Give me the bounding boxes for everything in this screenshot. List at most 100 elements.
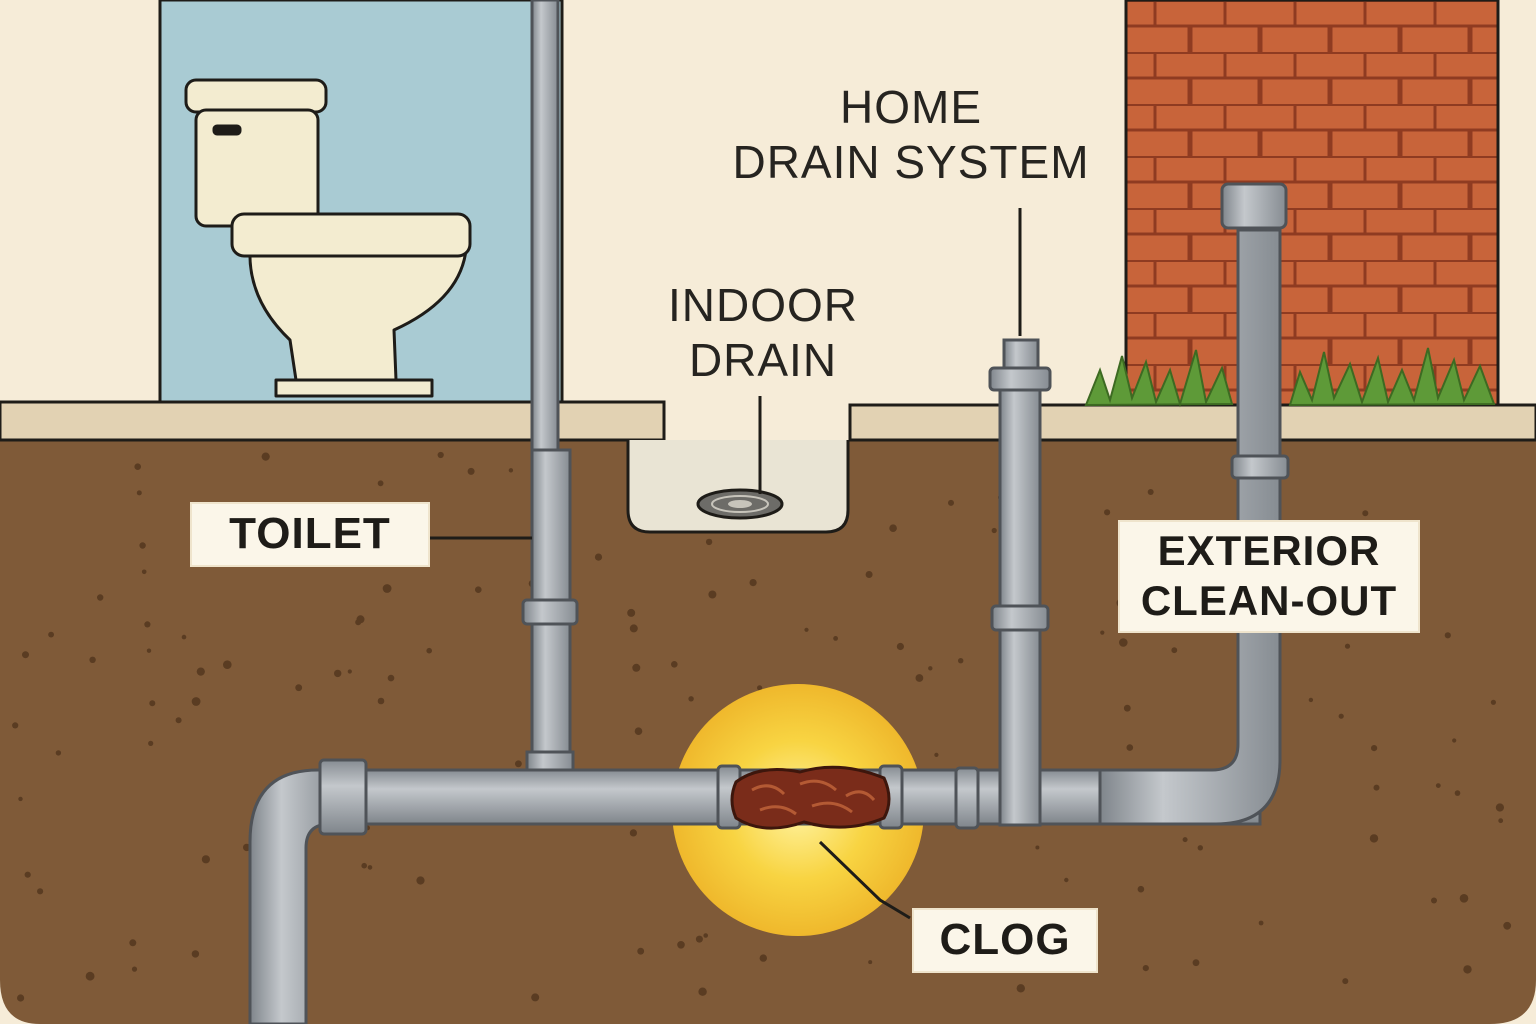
soil-speckle bbox=[1123, 704, 1131, 712]
soil-speckle bbox=[1016, 984, 1025, 993]
soil-speckle bbox=[1342, 978, 1349, 985]
brick-wall bbox=[1124, 0, 1500, 417]
indoor-drain-label: INDOOR DRAIN bbox=[650, 278, 876, 388]
soil-speckle bbox=[1503, 921, 1512, 930]
leader-lines bbox=[430, 208, 1022, 920]
soil-speckle bbox=[1142, 965, 1149, 972]
exterior-clean-out-line2: CLEAN-OUT bbox=[1140, 577, 1398, 625]
toilet-label-text: TOILET bbox=[229, 509, 391, 558]
grass bbox=[1084, 347, 1496, 408]
diagram-title-line1: HOME bbox=[840, 81, 982, 133]
soil-speckle bbox=[55, 750, 62, 756]
soil-speckle bbox=[677, 941, 685, 949]
soil-speckle bbox=[594, 553, 603, 561]
soil-speckle bbox=[627, 608, 636, 617]
soil-speckle bbox=[1035, 845, 1040, 850]
indoor-drain-label-line2: DRAIN bbox=[688, 334, 838, 387]
soil-speckle bbox=[515, 760, 522, 768]
soil-speckle bbox=[698, 987, 707, 996]
soil-speckle bbox=[703, 933, 708, 938]
soil-speckle bbox=[632, 663, 641, 672]
exterior-clean-out-coupling bbox=[1230, 454, 1290, 480]
soil-speckle bbox=[148, 740, 154, 747]
soil-speckle bbox=[1373, 784, 1380, 791]
soil-speckle bbox=[1495, 803, 1504, 812]
soil-speckle bbox=[1171, 647, 1178, 654]
soil-speckle bbox=[295, 684, 303, 692]
exterior-clean-out-label: EXTERIOR CLEAN-OUT bbox=[1118, 520, 1420, 633]
soil-speckle bbox=[12, 722, 19, 729]
soil-speckle bbox=[191, 697, 201, 706]
soil-speckle bbox=[85, 971, 95, 981]
indoor-drain-label-line1: INDOOR bbox=[668, 279, 858, 331]
soil-speckle bbox=[175, 717, 182, 724]
toilet-stack-upper bbox=[530, 0, 560, 462]
soil-speckle bbox=[948, 499, 954, 506]
soil-speckle bbox=[1369, 834, 1379, 843]
soil-speckle bbox=[141, 569, 147, 575]
soil-speckle bbox=[361, 862, 368, 869]
soil-speckle bbox=[1344, 643, 1351, 649]
toilet-label: TOILET bbox=[190, 502, 430, 567]
soil-speckle bbox=[467, 467, 475, 475]
indoor-drain-basin bbox=[626, 440, 850, 534]
exterior-clean-out-cap bbox=[1220, 182, 1288, 230]
soil-speckle bbox=[18, 796, 23, 802]
soil-speckle bbox=[1490, 699, 1496, 705]
floor-slab-left bbox=[0, 400, 666, 442]
soil-speckle bbox=[382, 584, 392, 593]
soil-speckle bbox=[889, 524, 897, 532]
soil-speckle bbox=[637, 947, 645, 955]
soil-speckle bbox=[367, 865, 373, 870]
soil-speckle bbox=[508, 468, 514, 473]
soil-speckle bbox=[671, 661, 678, 668]
floor-drain-center bbox=[728, 500, 752, 508]
soil-speckle bbox=[705, 538, 713, 546]
soil-speckle bbox=[201, 855, 210, 864]
soil-speckle bbox=[196, 667, 205, 676]
soil-speckle bbox=[1362, 510, 1369, 517]
soil-speckle bbox=[1435, 783, 1441, 788]
home-drain-riser-coupling bbox=[990, 604, 1050, 632]
soil-speckle bbox=[865, 571, 873, 578]
soil-speckle bbox=[355, 619, 362, 626]
toilet-base bbox=[274, 378, 434, 398]
soil-speckle bbox=[144, 621, 151, 628]
soil-speckle bbox=[22, 651, 29, 659]
soil-speckle bbox=[1182, 837, 1188, 843]
soil-speckle bbox=[17, 994, 25, 1002]
soil-speckle bbox=[97, 594, 104, 601]
soil-speckle bbox=[757, 685, 763, 691]
soil-speckle bbox=[708, 590, 717, 599]
soil-speckle bbox=[629, 829, 638, 837]
soil-speckle bbox=[377, 697, 385, 705]
soil-speckle bbox=[426, 647, 433, 654]
soil-speckle bbox=[1459, 894, 1469, 903]
soil-speckle bbox=[48, 631, 54, 638]
soil-speckle bbox=[1463, 965, 1472, 974]
soil-speckle bbox=[915, 674, 924, 682]
soil-speckle bbox=[131, 966, 138, 972]
soil-speckle bbox=[139, 542, 146, 549]
clog-leader bbox=[818, 840, 911, 920]
soil-speckle bbox=[749, 579, 757, 587]
soil-speckle bbox=[634, 727, 643, 735]
clog-mass bbox=[730, 765, 891, 830]
soil-speckle bbox=[1452, 738, 1457, 743]
soil-speckle bbox=[37, 888, 44, 895]
toilet-stack-coupling bbox=[521, 598, 579, 626]
soil-speckle bbox=[437, 451, 444, 459]
soil-speckle bbox=[1258, 920, 1264, 926]
soil-speckle bbox=[1498, 818, 1504, 824]
soil-speckle bbox=[1444, 632, 1451, 639]
soil-speckle bbox=[1104, 509, 1111, 516]
soil-speckle bbox=[991, 527, 997, 534]
soil-speckle bbox=[531, 993, 540, 1002]
soil-speckle bbox=[1126, 744, 1134, 751]
soil-speckle bbox=[1147, 489, 1154, 495]
left-elbow-coupling bbox=[318, 758, 368, 836]
soil-speckle bbox=[475, 586, 482, 593]
diagram-title-line2: DRAIN SYSTEM bbox=[732, 136, 1090, 189]
toilet-fixture bbox=[184, 78, 472, 398]
